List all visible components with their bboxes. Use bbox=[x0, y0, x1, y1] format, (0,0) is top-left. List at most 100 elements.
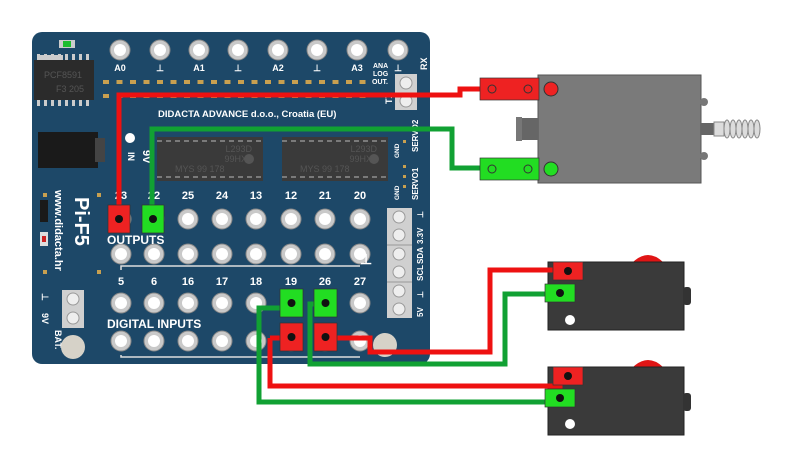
output-gnd-pin[interactable] bbox=[280, 243, 302, 265]
tx-label: TX bbox=[384, 92, 394, 104]
header-pad bbox=[332, 80, 339, 84]
adc-chip-line1: PCF8591 bbox=[44, 70, 82, 80]
servo-headers bbox=[403, 140, 406, 188]
header-pad bbox=[278, 80, 285, 84]
adc-chip: PCF8591 F3 205 bbox=[34, 54, 94, 106]
terminal-3v3: 3.3V bbox=[416, 227, 425, 244]
output-pin-label: 21 bbox=[319, 190, 331, 202]
output-gnd-pin[interactable] bbox=[143, 243, 165, 265]
board-name: Pi-F5 bbox=[70, 197, 92, 246]
solenoid-actuator bbox=[516, 74, 761, 184]
header-pad bbox=[238, 80, 244, 84]
rx-tx-terminal bbox=[395, 74, 417, 110]
outputs-gnd-symbol: ⊥ bbox=[360, 251, 372, 267]
header-pad bbox=[197, 80, 204, 84]
input-pin-label: 27 bbox=[354, 276, 366, 288]
analog-pins: A0⊥A1⊥A2⊥A3⊥ bbox=[109, 39, 409, 73]
chip-text: L293D bbox=[350, 144, 377, 154]
chip-text: 99HXL bbox=[349, 154, 377, 164]
analog-pin[interactable] bbox=[227, 39, 249, 61]
input-power-pin[interactable] bbox=[245, 330, 267, 352]
switch1-connector-red[interactable] bbox=[552, 261, 584, 281]
output-pin[interactable] bbox=[314, 208, 336, 230]
connector-input-19[interactable] bbox=[279, 288, 304, 318]
input-pin-label: 26 bbox=[319, 276, 331, 288]
connector-output-23[interactable] bbox=[107, 204, 131, 234]
input-pin[interactable] bbox=[211, 292, 233, 314]
analog-pin-label: ⊥ bbox=[156, 63, 164, 73]
servo2-label: SERVO2 bbox=[411, 119, 420, 152]
header-pad bbox=[251, 80, 258, 84]
connector-output-22[interactable] bbox=[141, 204, 165, 234]
header-pad bbox=[211, 80, 217, 84]
output-gnd-pin[interactable] bbox=[110, 243, 132, 265]
power-terminal-block bbox=[387, 208, 412, 318]
switch1-connector-green[interactable] bbox=[544, 283, 576, 303]
wire-input26-switch1 bbox=[307, 291, 560, 367]
analog-pin[interactable] bbox=[109, 39, 131, 61]
analog-pin[interactable] bbox=[267, 39, 289, 61]
header-pad bbox=[305, 80, 312, 84]
solenoid-connector-red[interactable] bbox=[479, 77, 559, 101]
output-pin[interactable] bbox=[280, 208, 302, 230]
output-pin[interactable] bbox=[349, 208, 371, 230]
output-pin[interactable] bbox=[177, 208, 199, 230]
output-pin-label: 12 bbox=[285, 190, 297, 202]
output-gnd-pin[interactable] bbox=[211, 243, 233, 265]
header-pad bbox=[265, 80, 271, 84]
smd-component bbox=[40, 200, 48, 222]
input-pin[interactable] bbox=[143, 292, 165, 314]
header-pad bbox=[130, 80, 136, 84]
header-pad bbox=[359, 80, 366, 84]
header-pad bbox=[157, 80, 163, 84]
output-gnd-pin[interactable] bbox=[177, 243, 199, 265]
battery-bat-label: BAT. bbox=[53, 330, 63, 349]
input-pin[interactable] bbox=[177, 292, 199, 314]
output-gnd-pin[interactable] bbox=[245, 243, 267, 265]
wire-output23-solenoid bbox=[116, 86, 490, 221]
maker-label: DIDACTA ADVANCE d.o.o., Croatia (EU) bbox=[158, 109, 336, 120]
input-power-pin[interactable] bbox=[349, 330, 371, 352]
connector-input-19-pwr[interactable] bbox=[279, 322, 304, 352]
inputs-title: DIGITAL INPUTS bbox=[107, 317, 201, 331]
analog-pin-label: ⊥ bbox=[234, 63, 242, 73]
analog-pin-label: A3 bbox=[351, 63, 363, 73]
analog-pin[interactable] bbox=[346, 39, 368, 61]
input-pin[interactable] bbox=[110, 292, 132, 314]
analog-pin[interactable] bbox=[387, 39, 409, 61]
input-power-pin[interactable] bbox=[110, 330, 132, 352]
output-pin-label: 25 bbox=[182, 190, 194, 202]
output-gnd-pin[interactable] bbox=[314, 243, 336, 265]
switch2-connector-red[interactable] bbox=[552, 366, 584, 386]
analog-pin[interactable] bbox=[188, 39, 210, 61]
analog-pin-label: A0 bbox=[114, 63, 126, 73]
output-gnd-pin[interactable] bbox=[349, 243, 371, 265]
input-power-pin[interactable] bbox=[211, 330, 233, 352]
input-power-pin[interactable] bbox=[177, 330, 199, 352]
analog-pin[interactable] bbox=[306, 39, 328, 61]
adc-chip-line2: F3 205 bbox=[56, 84, 84, 94]
connector-input-26[interactable] bbox=[313, 288, 338, 318]
power-jack bbox=[38, 132, 98, 168]
switch2-connector-green[interactable] bbox=[544, 388, 576, 408]
input-pin-label: 16 bbox=[182, 276, 194, 288]
chip-text: MYS 99 178 bbox=[300, 164, 350, 174]
header-pad bbox=[184, 80, 190, 84]
output-pin[interactable] bbox=[245, 208, 267, 230]
chip-text: L293D bbox=[225, 144, 252, 154]
input-pin-label: 19 bbox=[285, 276, 297, 288]
terminal-scl: SCL bbox=[416, 265, 425, 281]
output-pin-label: 20 bbox=[354, 190, 366, 202]
solenoid-connector-green[interactable] bbox=[479, 157, 559, 181]
input-pin[interactable] bbox=[349, 292, 371, 314]
output-pin[interactable] bbox=[211, 208, 233, 230]
connector-input-26-pwr[interactable] bbox=[313, 322, 338, 352]
power-jack-symbol bbox=[125, 133, 135, 143]
input-power-pin[interactable] bbox=[143, 330, 165, 352]
outputs-gnd-rail bbox=[120, 265, 360, 270]
terminal-gnd-1: ⊥ bbox=[416, 211, 425, 218]
gnd-label-top: GND bbox=[394, 143, 401, 158]
analog-pin[interactable] bbox=[149, 39, 171, 61]
